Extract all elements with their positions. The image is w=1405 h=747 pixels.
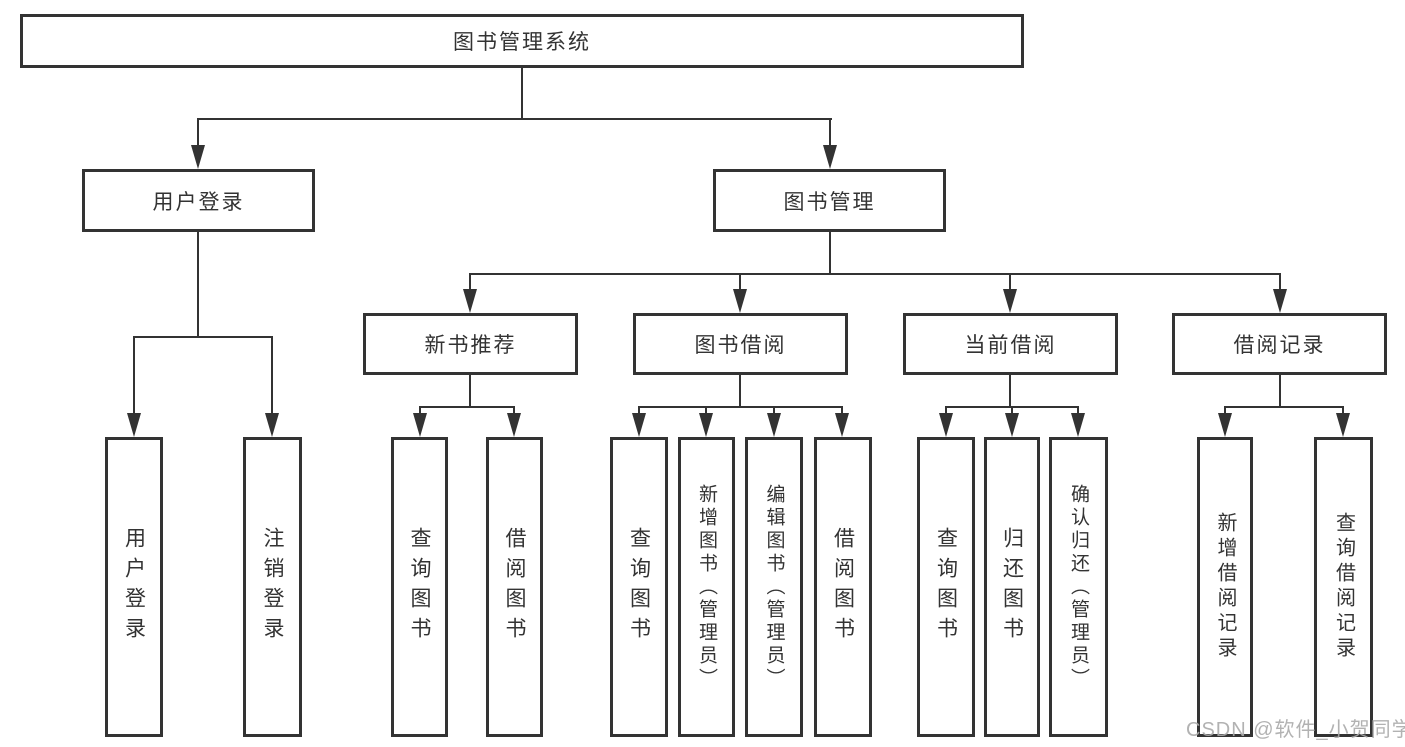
arrowhead-down-icon: [463, 289, 477, 313]
edge-root-split-bar: [197, 118, 832, 120]
edge-root-stem: [521, 68, 523, 119]
edge-to-borrow-record: [1279, 273, 1281, 293]
arrowhead-down-icon: [1071, 413, 1085, 437]
node-borrowing-records: 借阅记录: [1172, 313, 1387, 375]
leaf-borrowing-edit-books-admin: 编辑图书（管理员）: [745, 437, 803, 737]
leaf-borrowing-borrow-books: 借阅图书: [814, 437, 872, 737]
edge-to-leaf-cb-return: [1011, 406, 1013, 418]
edge-user-login-stem: [197, 232, 199, 337]
node-library-management-system: 图书管理系统: [20, 14, 1024, 68]
edge-to-leaf-br-add: [1224, 406, 1226, 418]
arrowhead-down-icon: [507, 413, 521, 437]
edge-borrow-record-split-bar: [1224, 406, 1344, 408]
arrowhead-down-icon: [939, 413, 953, 437]
edge-to-leaf-bb-borrow: [841, 406, 843, 418]
arrowhead-down-icon: [413, 413, 427, 437]
arrowhead-down-icon: [767, 413, 781, 437]
node-book-borrowing: 图书借阅: [633, 313, 848, 375]
edge-book-borrow-stem: [739, 375, 741, 407]
arrowhead-down-icon: [265, 413, 279, 437]
edge-to-leaf-bb-add: [705, 406, 707, 418]
edge-root-to-book-mgmt: [829, 118, 831, 149]
node-user-login-group: 用户登录: [82, 169, 315, 232]
csdn-watermark: CSDN @软件_小贺同学: [1186, 719, 1405, 741]
edge-root-to-user-login: [197, 118, 199, 149]
edge-to-leaf-cb-confirm: [1077, 406, 1079, 418]
arrowhead-down-icon: [1005, 413, 1019, 437]
edge-new-book-split-bar: [419, 406, 515, 408]
edge-current-borrow-stem: [1009, 375, 1011, 407]
edge-to-leaf-nb-borrow: [513, 406, 515, 418]
arrowhead-down-icon: [1218, 413, 1232, 437]
edge-book-borrow-split-bar: [638, 406, 843, 408]
leaf-records-add-record: 新增借阅记录: [1197, 437, 1253, 737]
arrowhead-down-icon: [823, 145, 837, 169]
leaf-newbook-query-books: 查询图书: [391, 437, 448, 737]
edge-to-leaf-bb-query: [638, 406, 640, 418]
edge-to-current-borrow: [1009, 273, 1011, 293]
leaf-current-confirm-return-admin: 确认归还（管理员）: [1049, 437, 1108, 737]
arrowhead-down-icon: [835, 413, 849, 437]
edge-to-leaf-br-query: [1342, 406, 1344, 418]
node-new-book-recommend: 新书推荐: [363, 313, 578, 375]
arrowhead-down-icon: [733, 289, 747, 313]
edge-to-leaf-logout: [271, 336, 273, 416]
edge-book-mgmt-split-bar: [469, 273, 1281, 275]
leaf-logout: 注销登录: [243, 437, 302, 737]
leaf-newbook-borrow-books: 借阅图书: [486, 437, 543, 737]
leaf-borrowing-add-books-admin: 新增图书（管理员）: [678, 437, 735, 737]
leaf-current-return-books: 归还图书: [984, 437, 1040, 737]
arrowhead-down-icon: [1336, 413, 1350, 437]
leaf-current-query-books: 查询图书: [917, 437, 975, 737]
edge-to-leaf-bb-edit: [773, 406, 775, 418]
leaf-borrowing-query-books: 查询图书: [610, 437, 668, 737]
arrowhead-down-icon: [127, 413, 141, 437]
edge-to-new-book-rec: [469, 273, 471, 293]
edge-book-mgmt-stem: [829, 232, 831, 275]
edge-to-book-borrow: [739, 273, 741, 293]
edge-to-leaf-user-login: [133, 336, 135, 416]
edge-new-book-stem: [469, 375, 471, 407]
leaf-user-login: 用户登录: [105, 437, 163, 737]
arrowhead-down-icon: [632, 413, 646, 437]
node-current-borrowing: 当前借阅: [903, 313, 1118, 375]
edge-borrow-record-stem: [1279, 375, 1281, 407]
edge-to-leaf-nb-query: [419, 406, 421, 418]
arrowhead-down-icon: [699, 413, 713, 437]
leaf-records-query-record: 查询借阅记录: [1314, 437, 1373, 737]
arrowhead-down-icon: [1273, 289, 1287, 313]
edge-user-login-split-bar: [133, 336, 273, 338]
node-book-management: 图书管理: [713, 169, 946, 232]
arrowhead-down-icon: [191, 145, 205, 169]
edge-to-leaf-cb-query: [945, 406, 947, 418]
arrowhead-down-icon: [1003, 289, 1017, 313]
